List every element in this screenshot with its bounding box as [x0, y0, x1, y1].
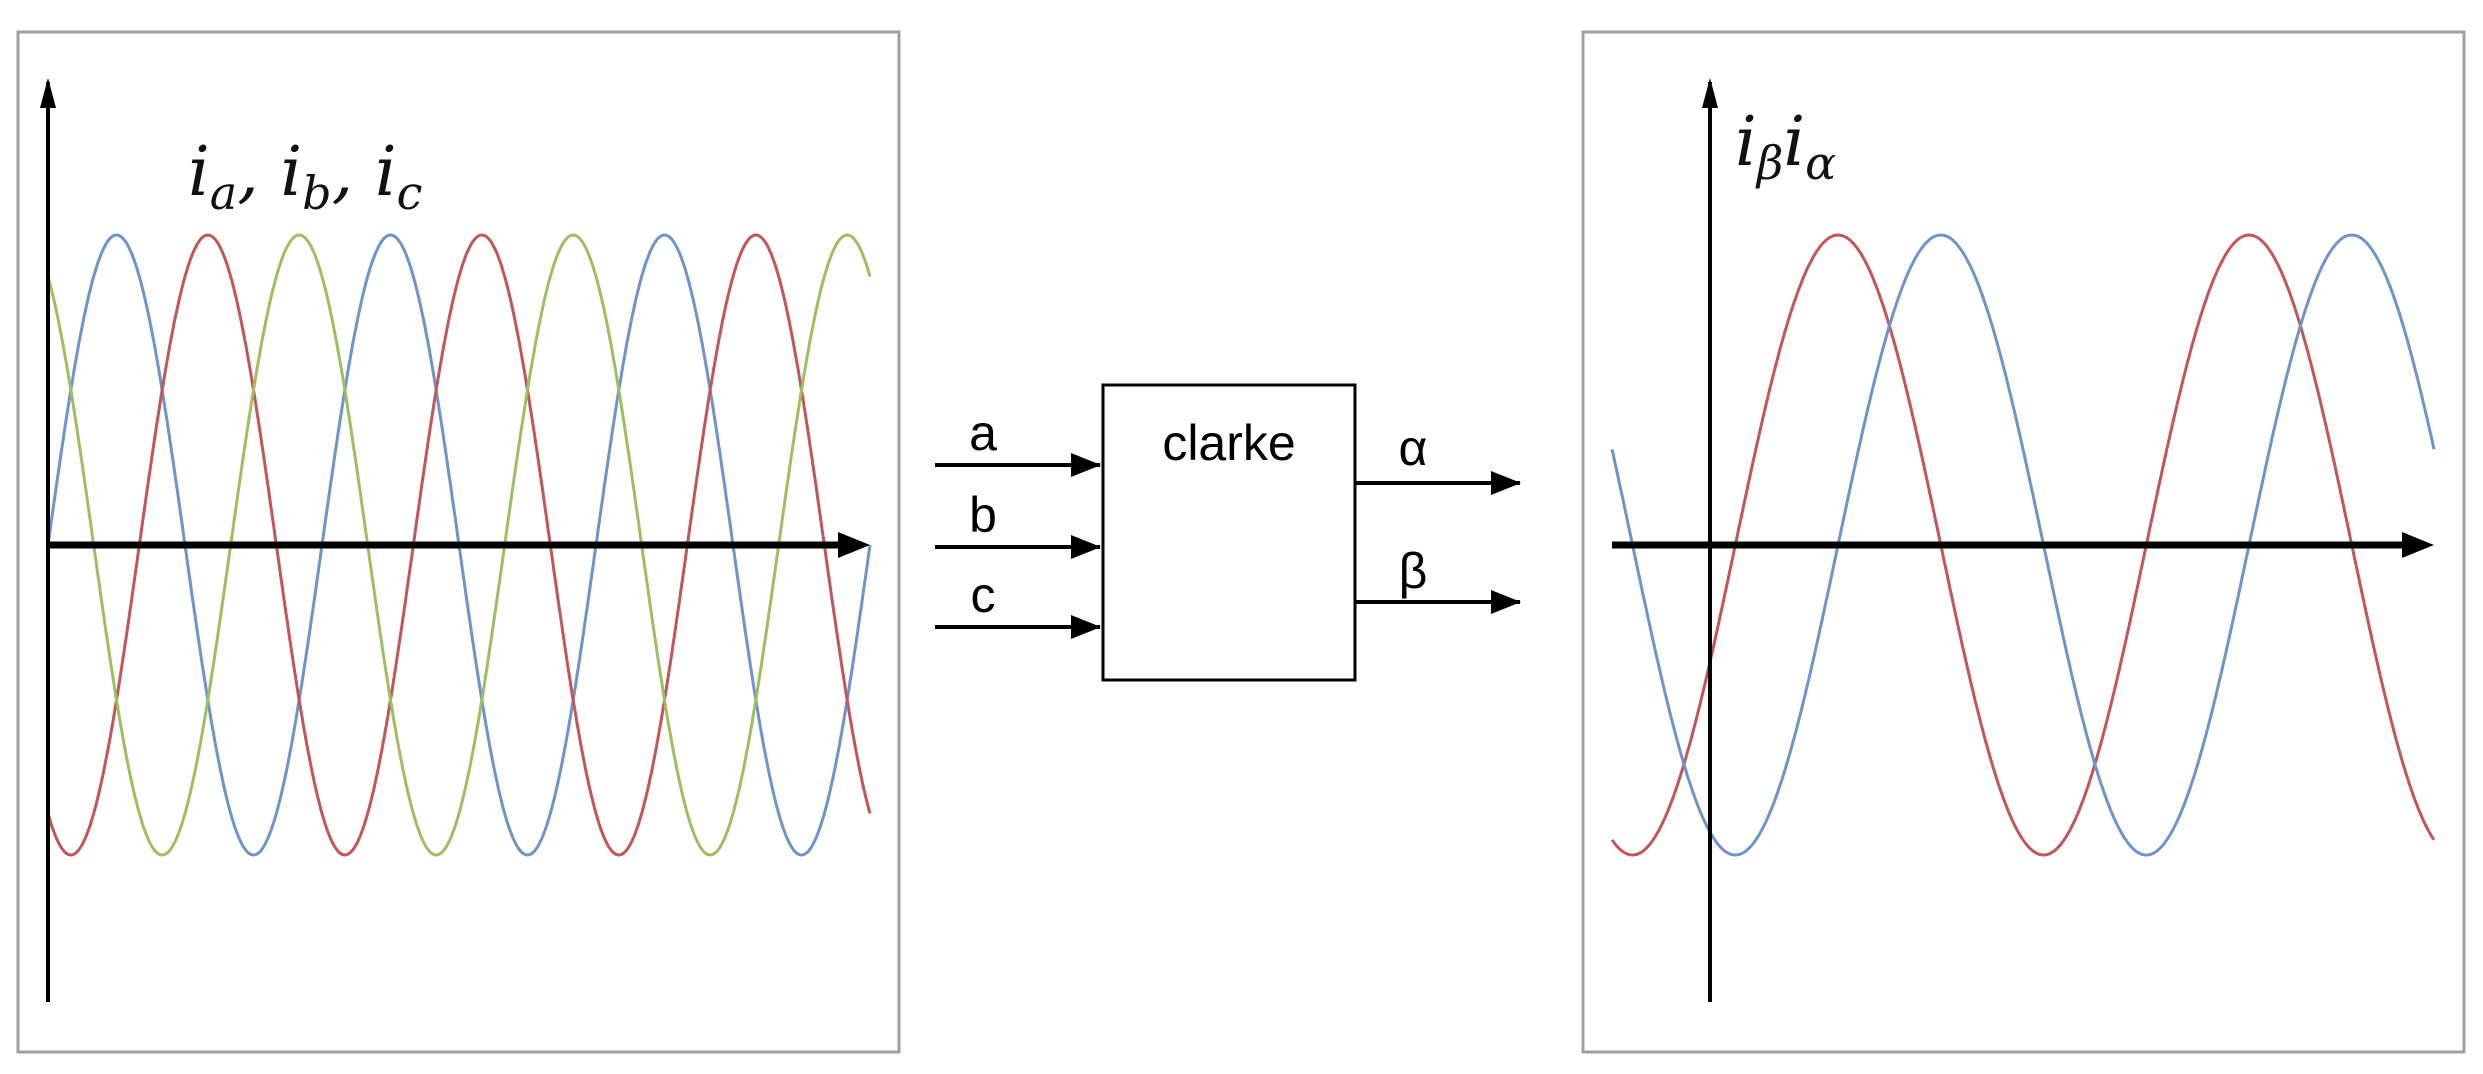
left-plot-label: ia, ib, ic: [188, 133, 422, 220]
right-plot-frame: [1581, 30, 2466, 1054]
right-plot-label: iβiα: [1735, 103, 1836, 190]
abc-series-1: [46, 233, 872, 857]
left-plot-x-axis-arrowhead: [838, 532, 870, 558]
abc-currents-plot: ia, ib, ic: [16, 30, 901, 1054]
right-plot-x-axis-arrowhead: [2402, 532, 2434, 558]
left-plot-frame: [16, 30, 901, 1054]
output-label-beta: β: [1399, 543, 1428, 599]
output-label-alpha: α: [1399, 420, 1428, 476]
clarke-block: [1101, 383, 1357, 682]
input-label-c: c: [971, 567, 996, 623]
alpha-beta-currents-plot: iβiα: [1581, 30, 2466, 1054]
input-label-b: b: [969, 487, 997, 543]
abc-series-2: [46, 233, 872, 857]
left-plot-y-axis-arrowhead: [40, 78, 56, 108]
right-plot-y-axis-arrowhead: [1702, 78, 1718, 108]
clarke-block-label: clarke: [1162, 415, 1295, 471]
input-label-a: a: [969, 405, 997, 461]
alpha-beta-series-1: [1610, 233, 2436, 857]
alpha-beta-series-0: [1610, 233, 2436, 857]
alpha-beta-waveforms: [1610, 233, 2436, 857]
clarke-block-group: clarke a b c α β: [935, 383, 1521, 682]
